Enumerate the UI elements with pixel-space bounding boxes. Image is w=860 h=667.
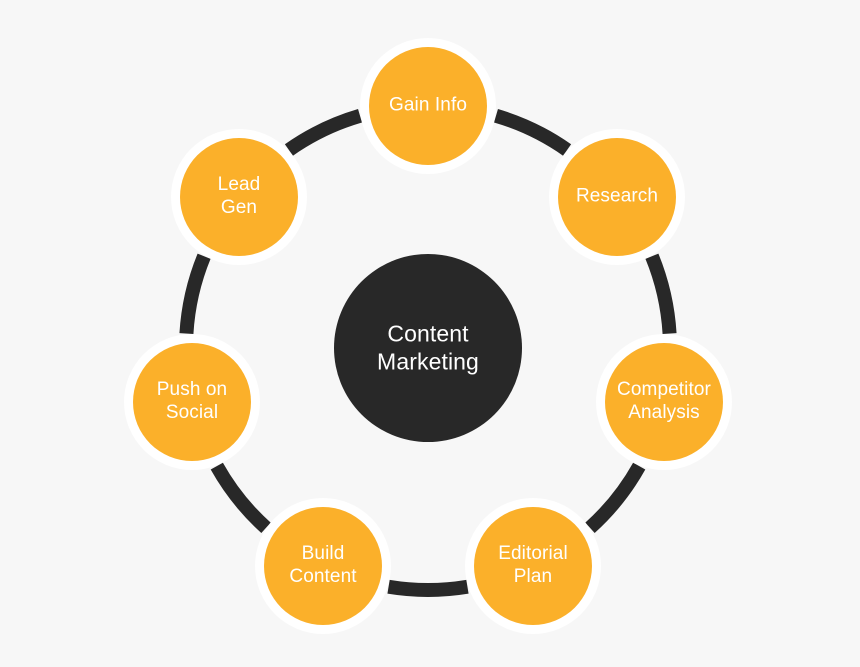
node-circle-editorial-plan[interactable]: [474, 507, 592, 625]
node-circle-competitor-analysis[interactable]: [605, 343, 723, 461]
center-circle: [334, 254, 522, 442]
cycle-ring-arcs: [179, 109, 677, 597]
cycle-arc-segment: [645, 253, 677, 335]
node-circle-gain-info[interactable]: [369, 47, 487, 165]
cycle-arc-segment: [210, 462, 271, 533]
node-circle-research[interactable]: [558, 138, 676, 256]
cycle-arc-segment: [284, 109, 363, 156]
node-circle-build-content[interactable]: [264, 507, 382, 625]
cycle-arc-segment: [585, 462, 646, 533]
node-circle-lead-gen[interactable]: [180, 138, 298, 256]
node-circle-push-on-social[interactable]: [133, 343, 251, 461]
cycle-node-circles[interactable]: [133, 47, 723, 625]
cycle-arc-segment: [493, 109, 572, 156]
cycle-arc-segment: [387, 579, 469, 597]
cycle-arc-segment: [179, 253, 211, 335]
